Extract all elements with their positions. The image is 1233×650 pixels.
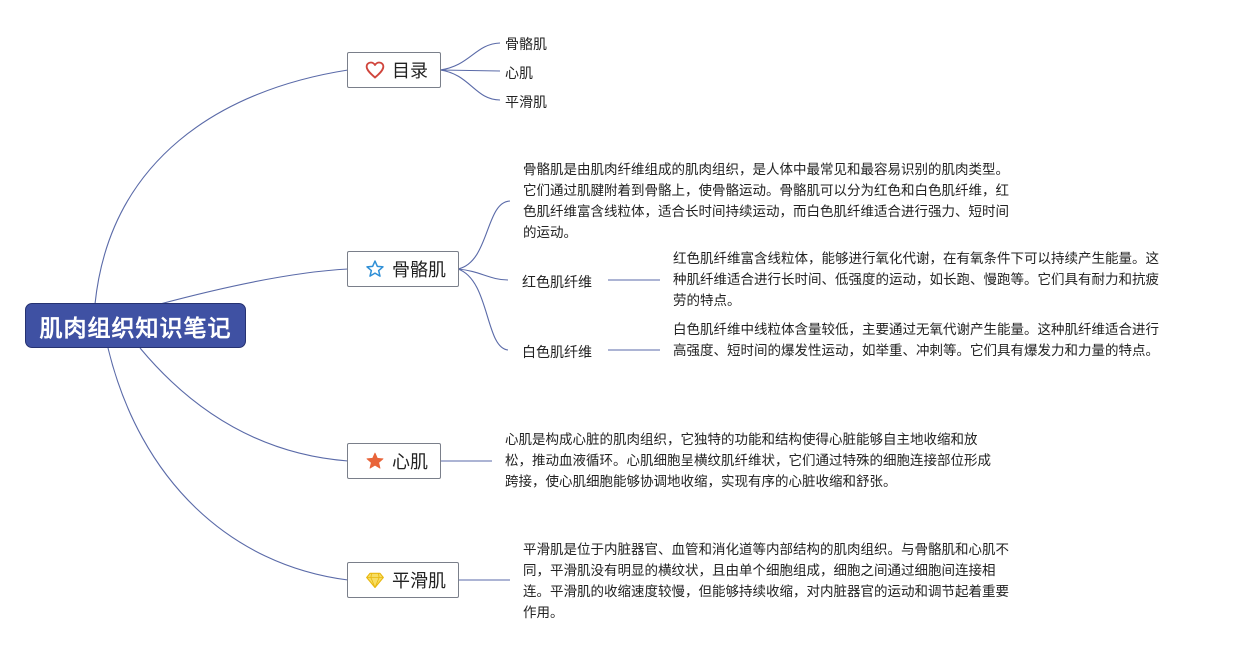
- branch-cardiac-label: 心肌: [392, 452, 428, 473]
- branch-skeletal[interactable]: 骨骼肌: [347, 251, 459, 287]
- root-topic-label: 肌肉组织知识笔记: [39, 315, 232, 342]
- link-skeletal-white: [457, 268, 509, 351]
- branch-smooth-label: 平滑肌: [392, 571, 446, 592]
- heart-outline-icon: [365, 60, 385, 80]
- root-topic[interactable]: 肌肉组织知识笔记: [25, 303, 246, 348]
- cardiac-description: 心肌是构成心脏的肌肉组织，它独特的功能和结构使得心脏能够自主地收缩和放松，推动血…: [505, 432, 991, 490]
- white-fiber-topic[interactable]: 白色肌纤维: [522, 345, 592, 361]
- red-fiber-description: 红色肌纤维富含线粒体，能够进行氧化代谢，在有氧条件下可以持续产生能量。这种肌纤维…: [673, 251, 1159, 309]
- link-root-cardiac: [139, 347, 349, 462]
- star-filled-icon: [365, 451, 385, 471]
- star-outline-icon: [365, 259, 385, 279]
- red-fiber-topic[interactable]: 红色肌纤维: [522, 275, 592, 291]
- branch-toc[interactable]: 目录: [347, 52, 441, 88]
- link-toc-3: [439, 69, 501, 101]
- skeletal-description: 骨骼肌是由肌肉纤维组成的肌肉组织，是人体中最常见和最容易识别的肌肉类型。它们通过…: [523, 162, 1009, 241]
- link-root-smooth: [107, 347, 349, 581]
- branch-skeletal-label: 骨骼肌: [392, 260, 446, 281]
- link-skeletal-desc: [457, 200, 511, 270]
- smooth-description: 平滑肌是位于内脏器官、血管和消化道等内部结构的肌肉组织。与骨骼肌和心肌不同，平滑…: [523, 542, 1009, 621]
- toc-item-smooth[interactable]: 平滑肌: [505, 95, 547, 111]
- white-fiber-description: 白色肌纤维中线粒体含量较低，主要通过无氧代谢产生能量。这种肌纤维适合进行高强度、…: [673, 322, 1159, 359]
- link-skeletal-red: [457, 268, 509, 281]
- toc-item-cardiac[interactable]: 心肌: [505, 66, 533, 82]
- branch-smooth[interactable]: 平滑肌: [347, 562, 459, 598]
- link-toc-1: [439, 42, 501, 71]
- link-root-toc: [94, 69, 349, 305]
- branch-cardiac[interactable]: 心肌: [347, 443, 441, 479]
- branch-toc-label: 目录: [392, 61, 428, 82]
- link-root-skeletal: [159, 268, 349, 305]
- link-toc-2: [439, 69, 501, 72]
- diamond-icon: [365, 570, 385, 590]
- toc-item-skeletal[interactable]: 骨骼肌: [505, 37, 547, 53]
